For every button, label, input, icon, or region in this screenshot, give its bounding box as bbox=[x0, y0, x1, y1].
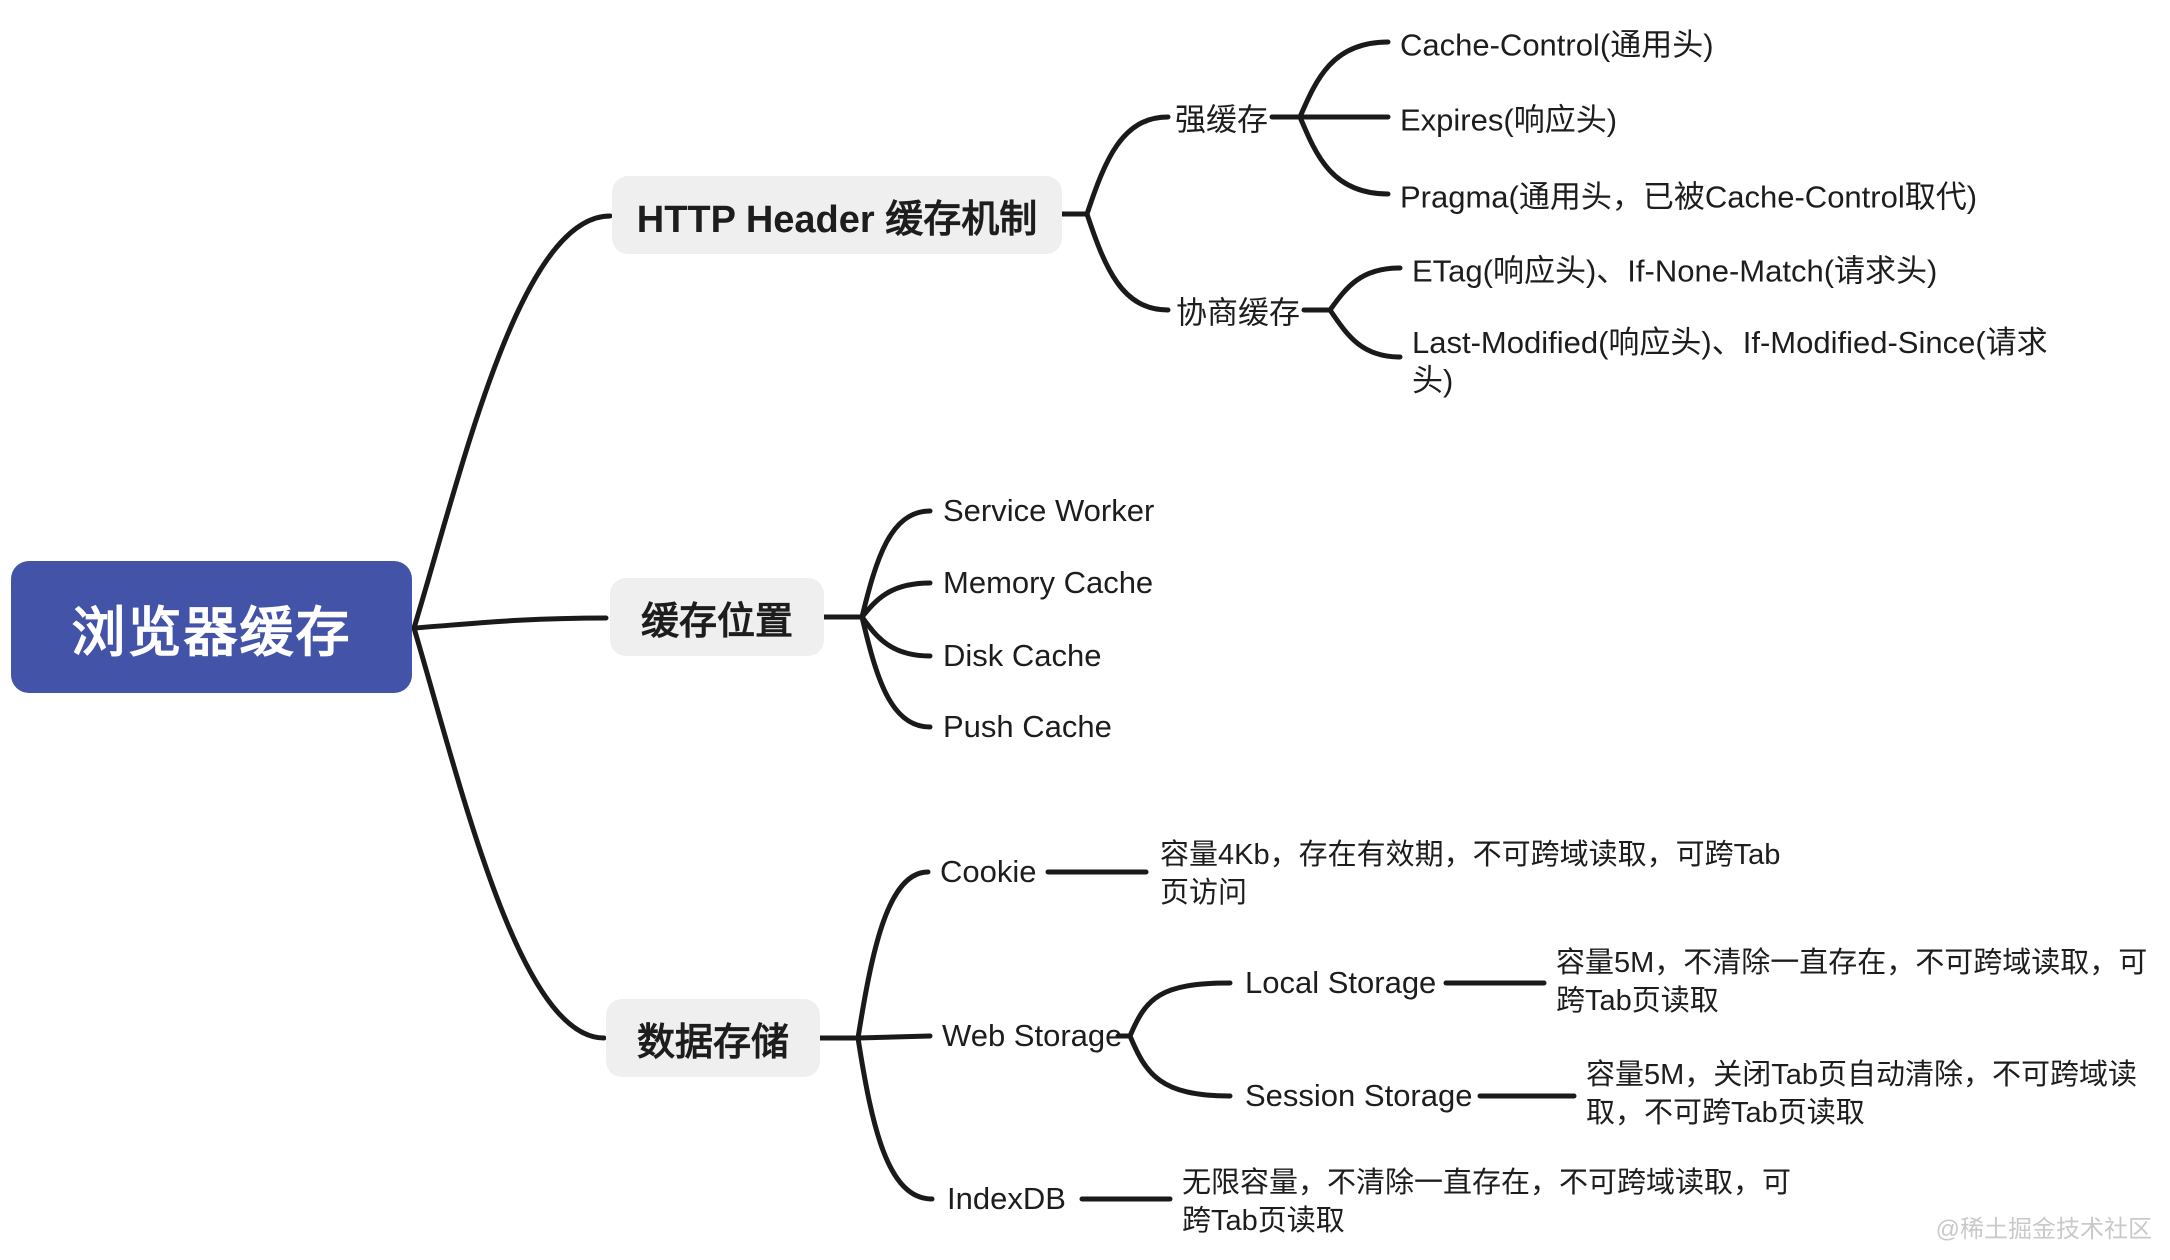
leaf-memory-cache[interactable]: Memory Cache bbox=[943, 565, 1154, 600]
edge-location-memorycache bbox=[859, 580, 933, 620]
edge-http-negotiate bbox=[1084, 211, 1171, 313]
edge-webstorage-local bbox=[1127, 980, 1233, 1039]
indexdb-description: 无限容量，不清除一直存在，不可跨域读取，可跨Tab页读取 bbox=[1182, 1167, 1792, 1237]
edge-location-diskcache bbox=[859, 614, 933, 659]
edge-webstorage-session bbox=[1127, 1033, 1233, 1099]
leaf-service-worker[interactable]: Service Worker bbox=[943, 493, 1155, 528]
node-session-storage[interactable]: Session Storage bbox=[1245, 1078, 1473, 1113]
session-storage-description: 容量5M，关闭Tab页自动清除，不可跨域读取，不可跨Tab页读取 bbox=[1586, 1059, 2138, 1129]
edge-root-http bbox=[411, 213, 613, 631]
edge-negotiate-etag bbox=[1327, 265, 1403, 313]
node-local-storage[interactable]: Local Storage bbox=[1245, 965, 1437, 1000]
node-indexdb[interactable]: IndexDB bbox=[947, 1181, 1066, 1216]
leaf-push-cache[interactable]: Push Cache bbox=[943, 709, 1112, 744]
edge-http-strong bbox=[1084, 114, 1171, 217]
leaf-lastmodified-ifmodifiedsince[interactable]: Last-Modified(响应头)、If-Modified-Since(请求头… bbox=[1412, 325, 2048, 398]
node-strong-cache[interactable]: 强缓存 bbox=[1175, 102, 1268, 138]
watermark: @稀土掘金技术社区 bbox=[1935, 1216, 2152, 1243]
edge-strong-cachecontrol bbox=[1297, 39, 1391, 120]
edge-strong-pragma bbox=[1297, 114, 1391, 197]
edge-root-storage bbox=[411, 625, 607, 1041]
leaf-expires[interactable]: Expires(响应头) bbox=[1400, 102, 1618, 138]
local-storage-description: 容量5M，不清除一直存在，不可跨域读取，可跨Tab页读取 bbox=[1556, 947, 2148, 1017]
node-cookie[interactable]: Cookie bbox=[940, 854, 1037, 889]
edge-location-pushcache bbox=[859, 614, 933, 730]
leaf-cache-control[interactable]: Cache-Control(通用头) bbox=[1400, 27, 1714, 63]
leaf-etag-ifnonematch[interactable]: ETag(响应头)、If-None-Match(请求头) bbox=[1412, 253, 1938, 289]
node-cache-location[interactable]: 缓存位置 bbox=[610, 578, 824, 656]
node-root[interactable]: 浏览器缓存 bbox=[11, 561, 412, 693]
node-web-storage[interactable]: Web Storage bbox=[942, 1018, 1123, 1053]
edge-negotiate-lastmodified bbox=[1327, 307, 1403, 360]
edge-storage-webstorage bbox=[855, 1033, 933, 1041]
edge-storage-indexdb bbox=[855, 1035, 935, 1202]
node-data-storage[interactable]: 数据存储 bbox=[606, 999, 820, 1077]
edge-root-location bbox=[411, 615, 609, 631]
edge-location-serviceworker bbox=[859, 508, 933, 620]
node-http-header-cache[interactable]: HTTP Header 缓存机制 bbox=[612, 176, 1062, 254]
cookie-description: 容量4Kb，存在有效期，不可跨域读取，可跨Tab页访问 bbox=[1160, 839, 1781, 909]
node-negotiate-cache[interactable]: 协商缓存 bbox=[1176, 295, 1300, 331]
edge-storage-cookie bbox=[855, 869, 931, 1041]
leaf-disk-cache[interactable]: Disk Cache bbox=[943, 638, 1102, 673]
leaf-pragma[interactable]: Pragma(通用头，已被Cache-Control取代) bbox=[1400, 179, 1978, 215]
